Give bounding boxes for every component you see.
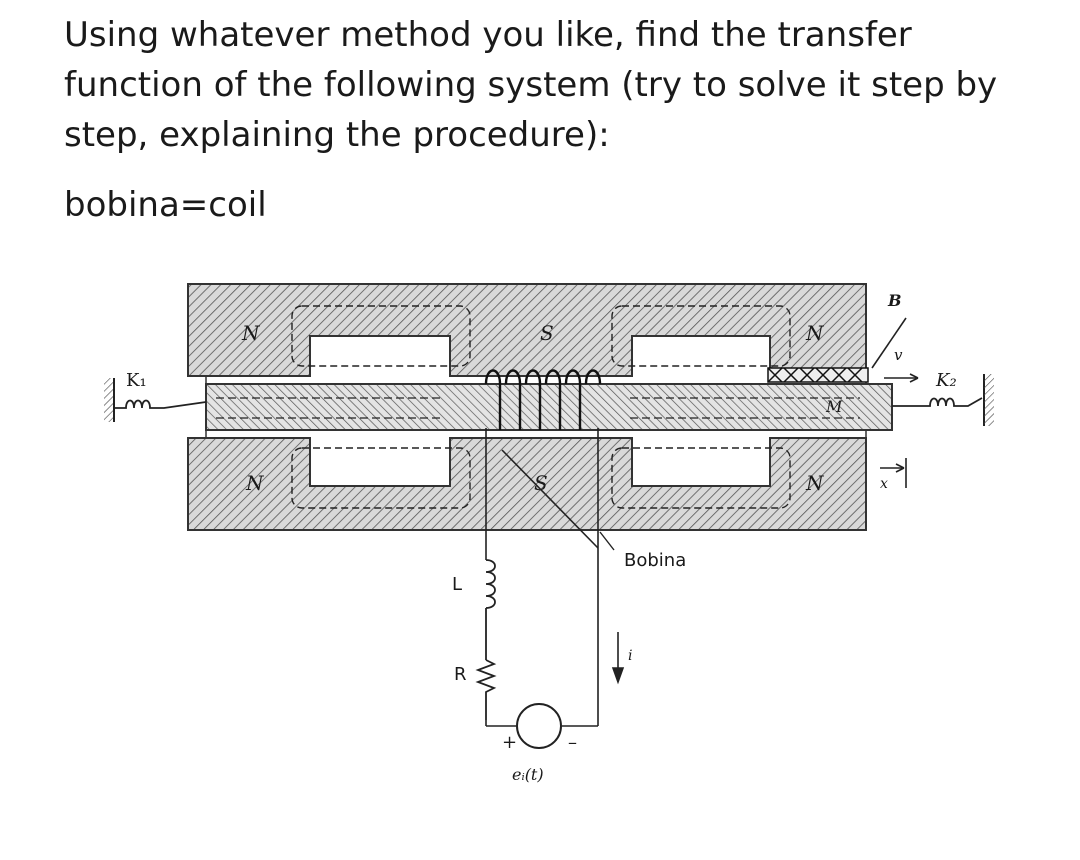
flux-paths [291,305,791,509]
pole-label-top-right: N [805,321,825,345]
source-plus-label: + [502,732,517,753]
top-magnet-core [187,283,867,377]
right-wall [983,374,994,426]
pole-label-bottom-center: S [534,471,548,495]
pole-label-bottom-right: N [805,471,825,495]
displacement-label: x [880,476,888,492]
armature-plunger [205,383,893,431]
spring-label-k1: K₁ [126,370,147,391]
resistor-symbol [475,659,497,720]
question-text: Using whatever method you like, find the… [64,15,998,155]
displacement-marker [880,458,907,488]
pole-label-top-center: S [540,321,554,345]
pole-label-bottom-left: N [245,471,265,495]
spring-label-k2: K₂ [935,370,957,391]
bottom-magnet-core [187,437,867,531]
coil-windings [484,369,602,430]
velocity-label: v [894,346,903,364]
left-wall [104,378,115,422]
translation-note: bobina=coil [64,185,267,225]
inductor-symbol [485,559,496,660]
circuit-wires [485,428,599,727]
left-spring [114,399,207,409]
damper-label-b: B [887,291,902,310]
current-arrow [611,632,625,685]
right-spring [892,397,983,407]
damper-symbol [871,317,919,383]
coil-label: Bobina [624,550,686,571]
mass-label: M [825,397,843,416]
coil-pointer [599,531,615,551]
inductor-label: L [452,574,462,595]
source-label: eᵢ(t) [512,765,544,784]
current-label: i [628,648,632,664]
pole-label-top-left: N [241,321,261,345]
source-minus-label: – [568,732,577,753]
voltage-source [516,703,562,749]
bearing-pad [767,367,869,383]
resistor-label: R [454,664,467,685]
